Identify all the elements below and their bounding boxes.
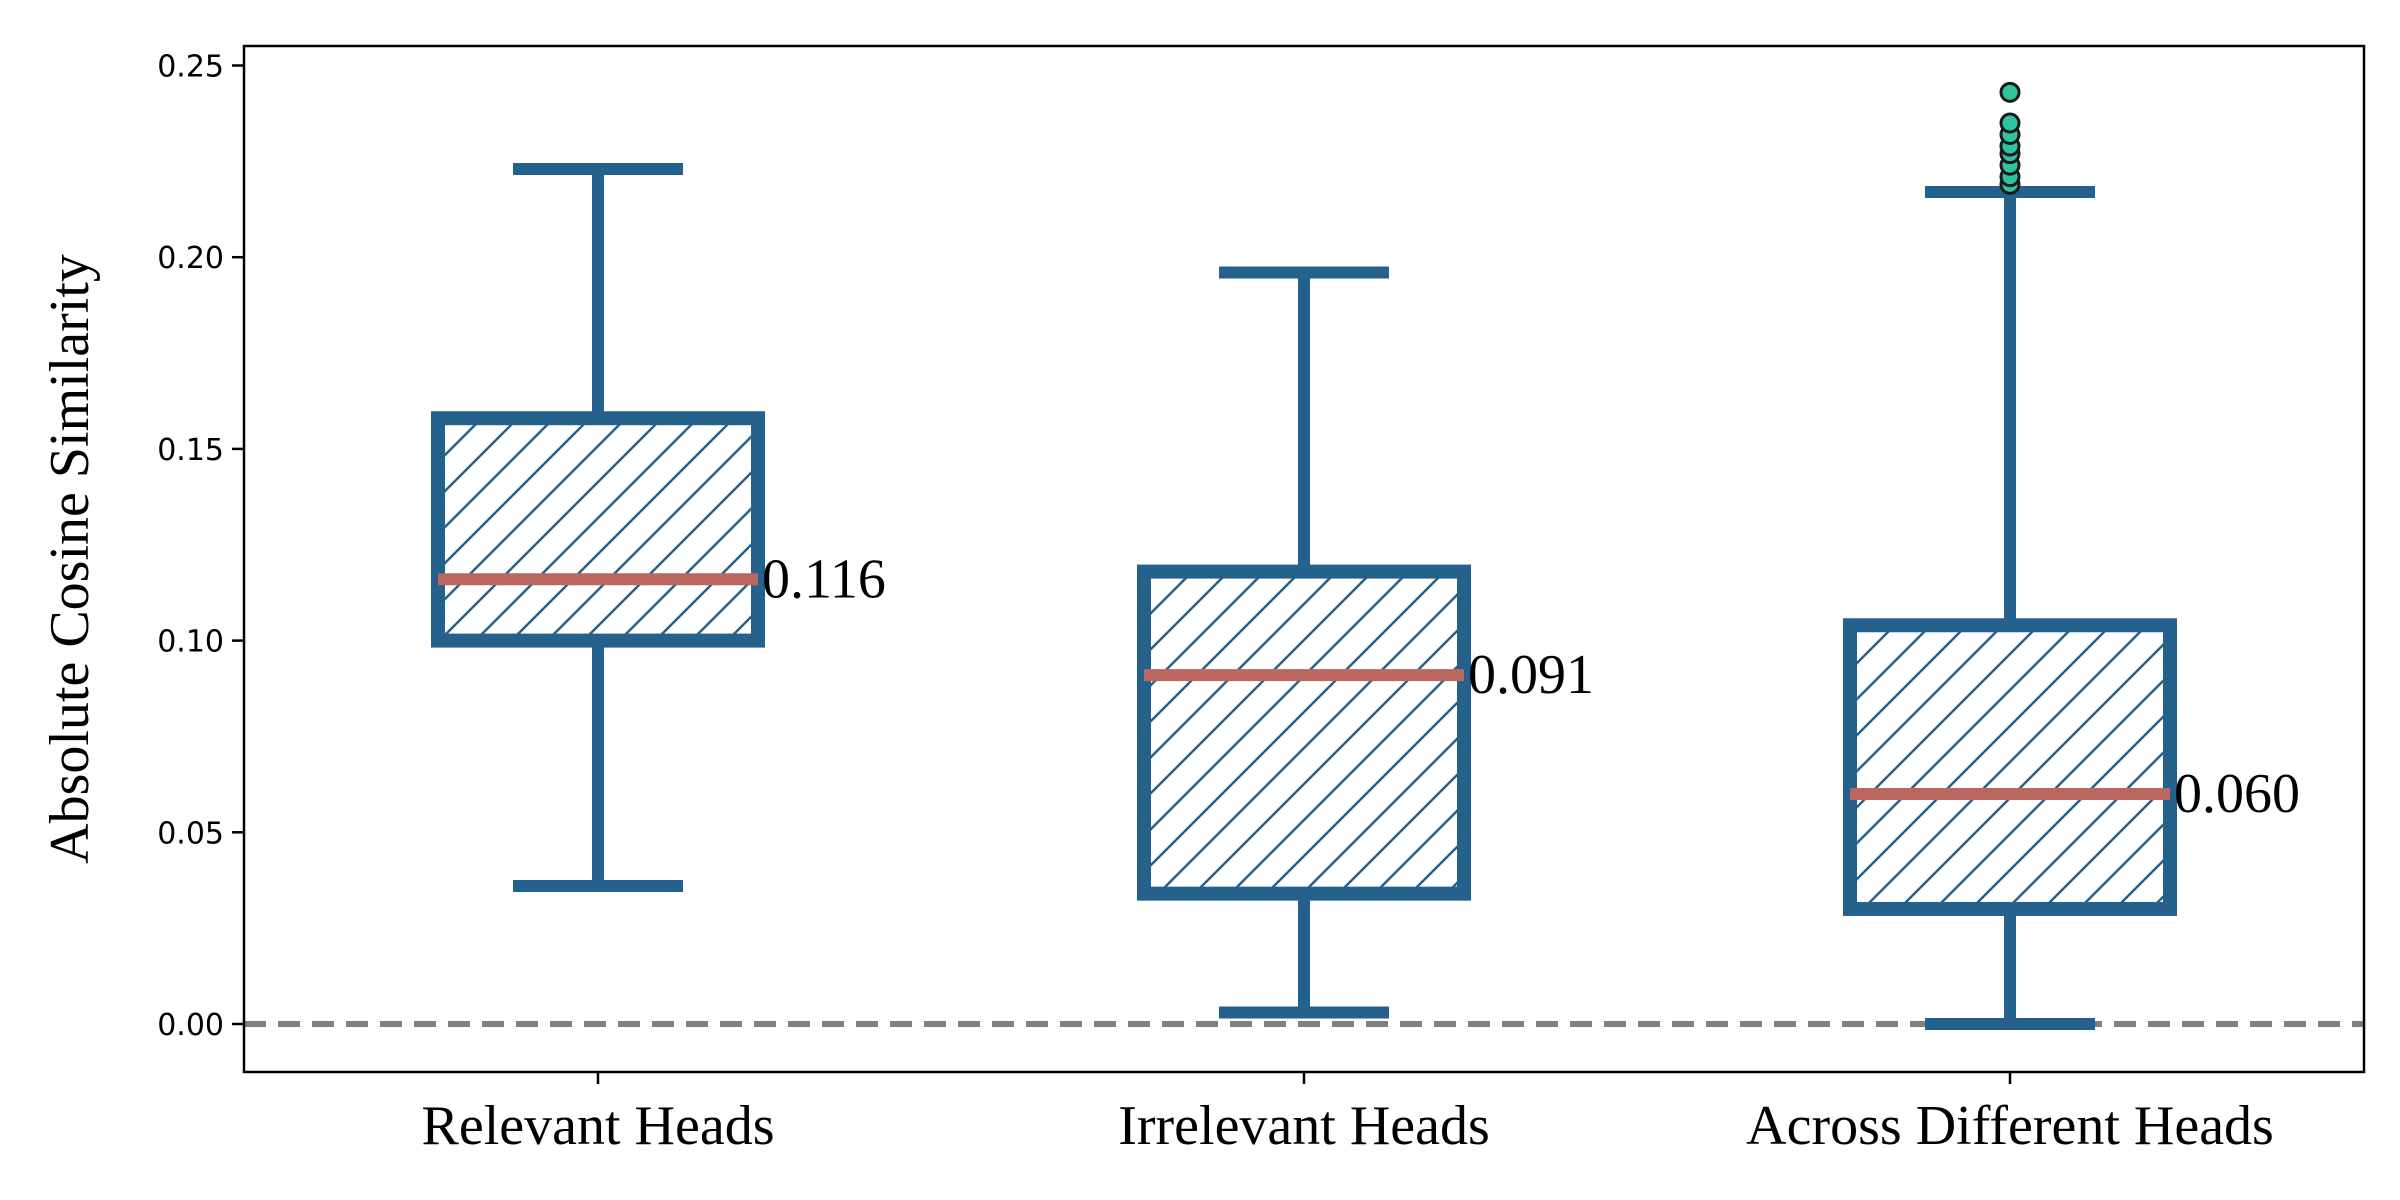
y-tick-label: 0.20 xyxy=(157,241,224,276)
y-tick-label: 0.25 xyxy=(157,50,224,85)
iqr-box xyxy=(1843,618,2177,916)
y-tick-label: 0.05 xyxy=(157,816,224,851)
box-group-3: 0.060 xyxy=(1843,81,2300,1030)
median-label: 0.116 xyxy=(762,548,886,610)
x-category-label: Relevant Heads xyxy=(422,1095,775,1157)
x-category-label: Irrelevant Heads xyxy=(1118,1095,1490,1157)
outlier-point xyxy=(1999,81,2021,103)
y-axis-label: Absolute Cosine Similarity xyxy=(39,254,101,864)
median-label: 0.091 xyxy=(1468,644,1594,706)
outlier-point xyxy=(1999,112,2021,134)
box-group-1: 0.116 xyxy=(431,163,886,892)
x-category-label: Across Different Heads xyxy=(1746,1095,2274,1157)
iqr-box xyxy=(431,411,765,648)
y-tick-label: 0.10 xyxy=(157,625,224,660)
y-tick-label: 0.00 xyxy=(157,1008,224,1043)
y-tick-label: 0.15 xyxy=(157,433,224,468)
box-group-2: 0.091 xyxy=(1137,266,1594,1019)
median-label: 0.060 xyxy=(2174,763,2300,825)
iqr-box xyxy=(1137,564,1471,901)
